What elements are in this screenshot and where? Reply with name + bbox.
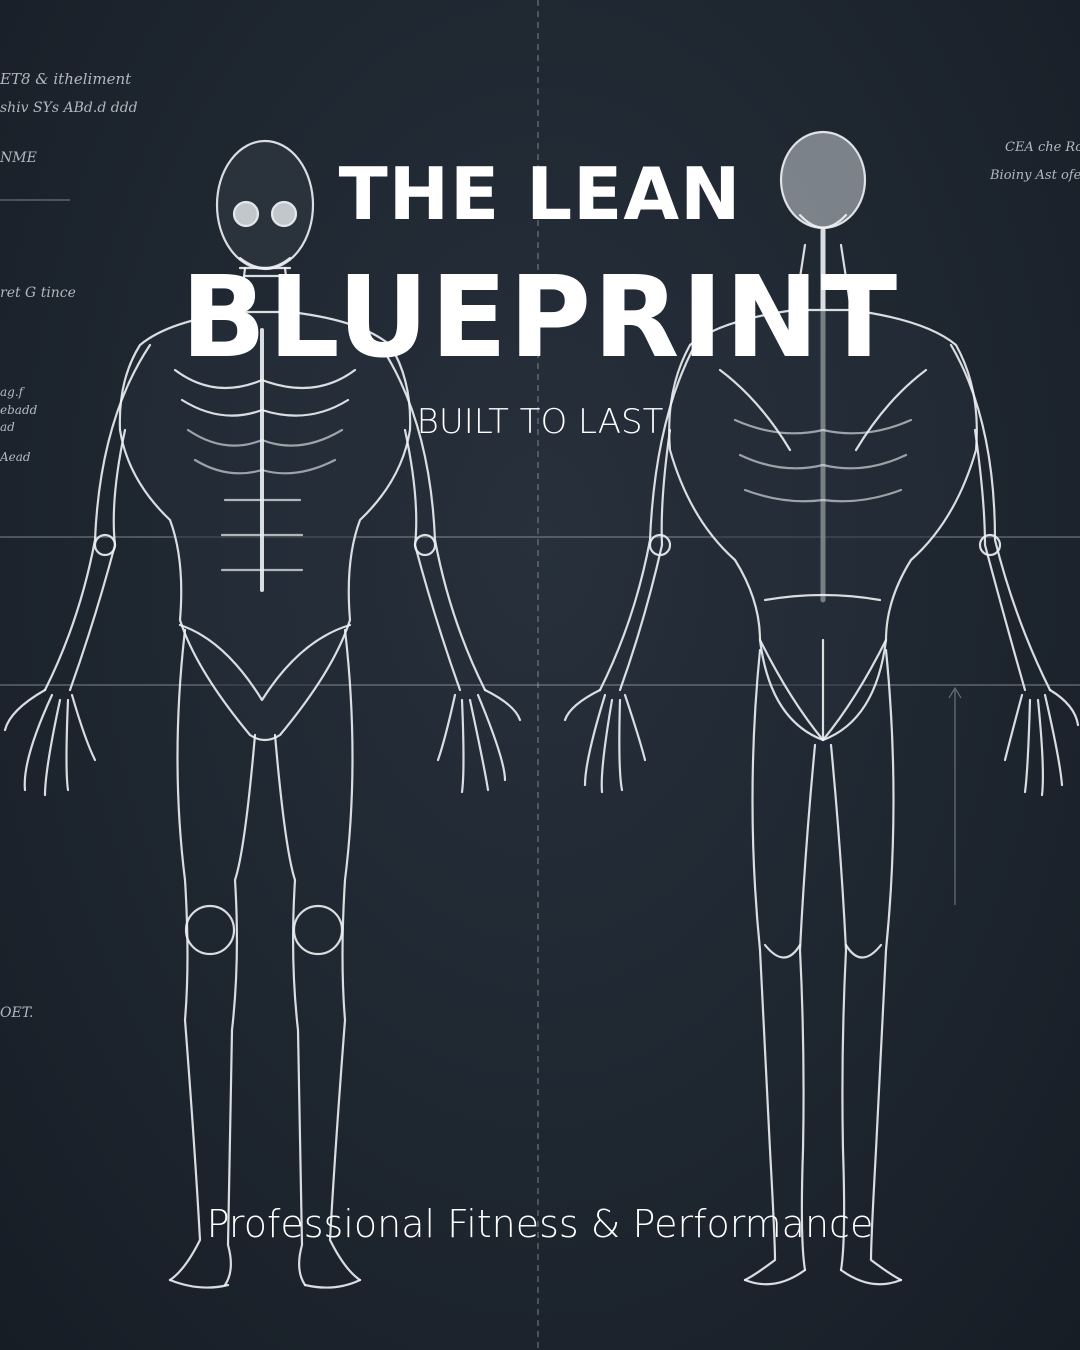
tagline: Professional Fitness & Performance bbox=[206, 1202, 874, 1246]
title-line-2: BLUEPRINT bbox=[180, 253, 900, 383]
handwritten-note: OET. bbox=[0, 1005, 34, 1021]
back-body-figure bbox=[563, 130, 1080, 1286]
handwritten-note: NME bbox=[0, 150, 37, 166]
handwritten-note: ag.f bbox=[0, 385, 24, 399]
handwritten-note: Bioiny Ast ofes bbox=[990, 168, 1080, 183]
handwritten-note: CEA che Ro bbox=[1005, 140, 1080, 155]
front-body-figure bbox=[3, 139, 522, 1289]
handwritten-note: ebadd bbox=[0, 403, 38, 417]
handwritten-note: ad bbox=[0, 420, 15, 434]
title-line-1: THE LEAN bbox=[338, 152, 742, 236]
handwritten-note: Aead bbox=[0, 450, 31, 464]
subtitle: BUILT TO LAST bbox=[416, 402, 664, 442]
handwritten-note: ret G tince bbox=[0, 285, 76, 301]
handwritten-note: shiv SYs ABd.d ddd bbox=[0, 100, 138, 116]
handwritten-note: ET8 & itheliment bbox=[0, 70, 132, 88]
